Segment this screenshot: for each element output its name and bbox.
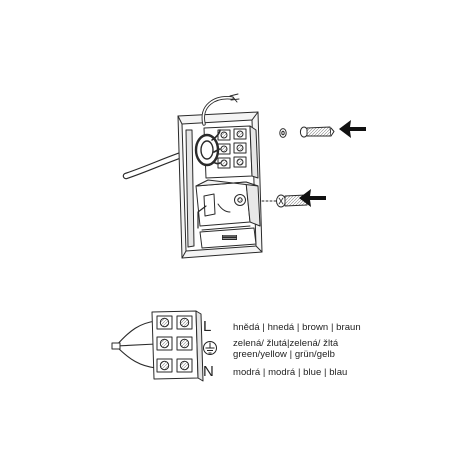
top-screw-assembly (279, 126, 335, 138)
wire-label-earth-line1: zelená/ žlutá|zelená/ žltá (233, 338, 339, 349)
wiring-legend: L N hnědá | hnedá | brown | braun zelená… (111, 310, 361, 382)
terminal-letter-neutral: N (203, 363, 214, 380)
contact-module (195, 179, 261, 231)
device-illustration (122, 93, 335, 259)
bottom-strip (199, 227, 257, 249)
legend-terminal-block (111, 310, 204, 382)
wire-label-neutral: modrá | modrá | blue | blau (233, 367, 347, 378)
cable-entry (194, 93, 240, 167)
arrow-left-icon (299, 189, 326, 207)
terminal-letter-live: L (203, 318, 211, 335)
middle-screw-assembly (261, 194, 308, 208)
ground-icon (203, 341, 217, 355)
wire-label-live: hnědá | hnedá | brown | braun (233, 322, 361, 333)
arrow-left-icon (339, 120, 366, 138)
wire-label-earth-line2: green/yellow | grün/gelb (233, 349, 335, 360)
